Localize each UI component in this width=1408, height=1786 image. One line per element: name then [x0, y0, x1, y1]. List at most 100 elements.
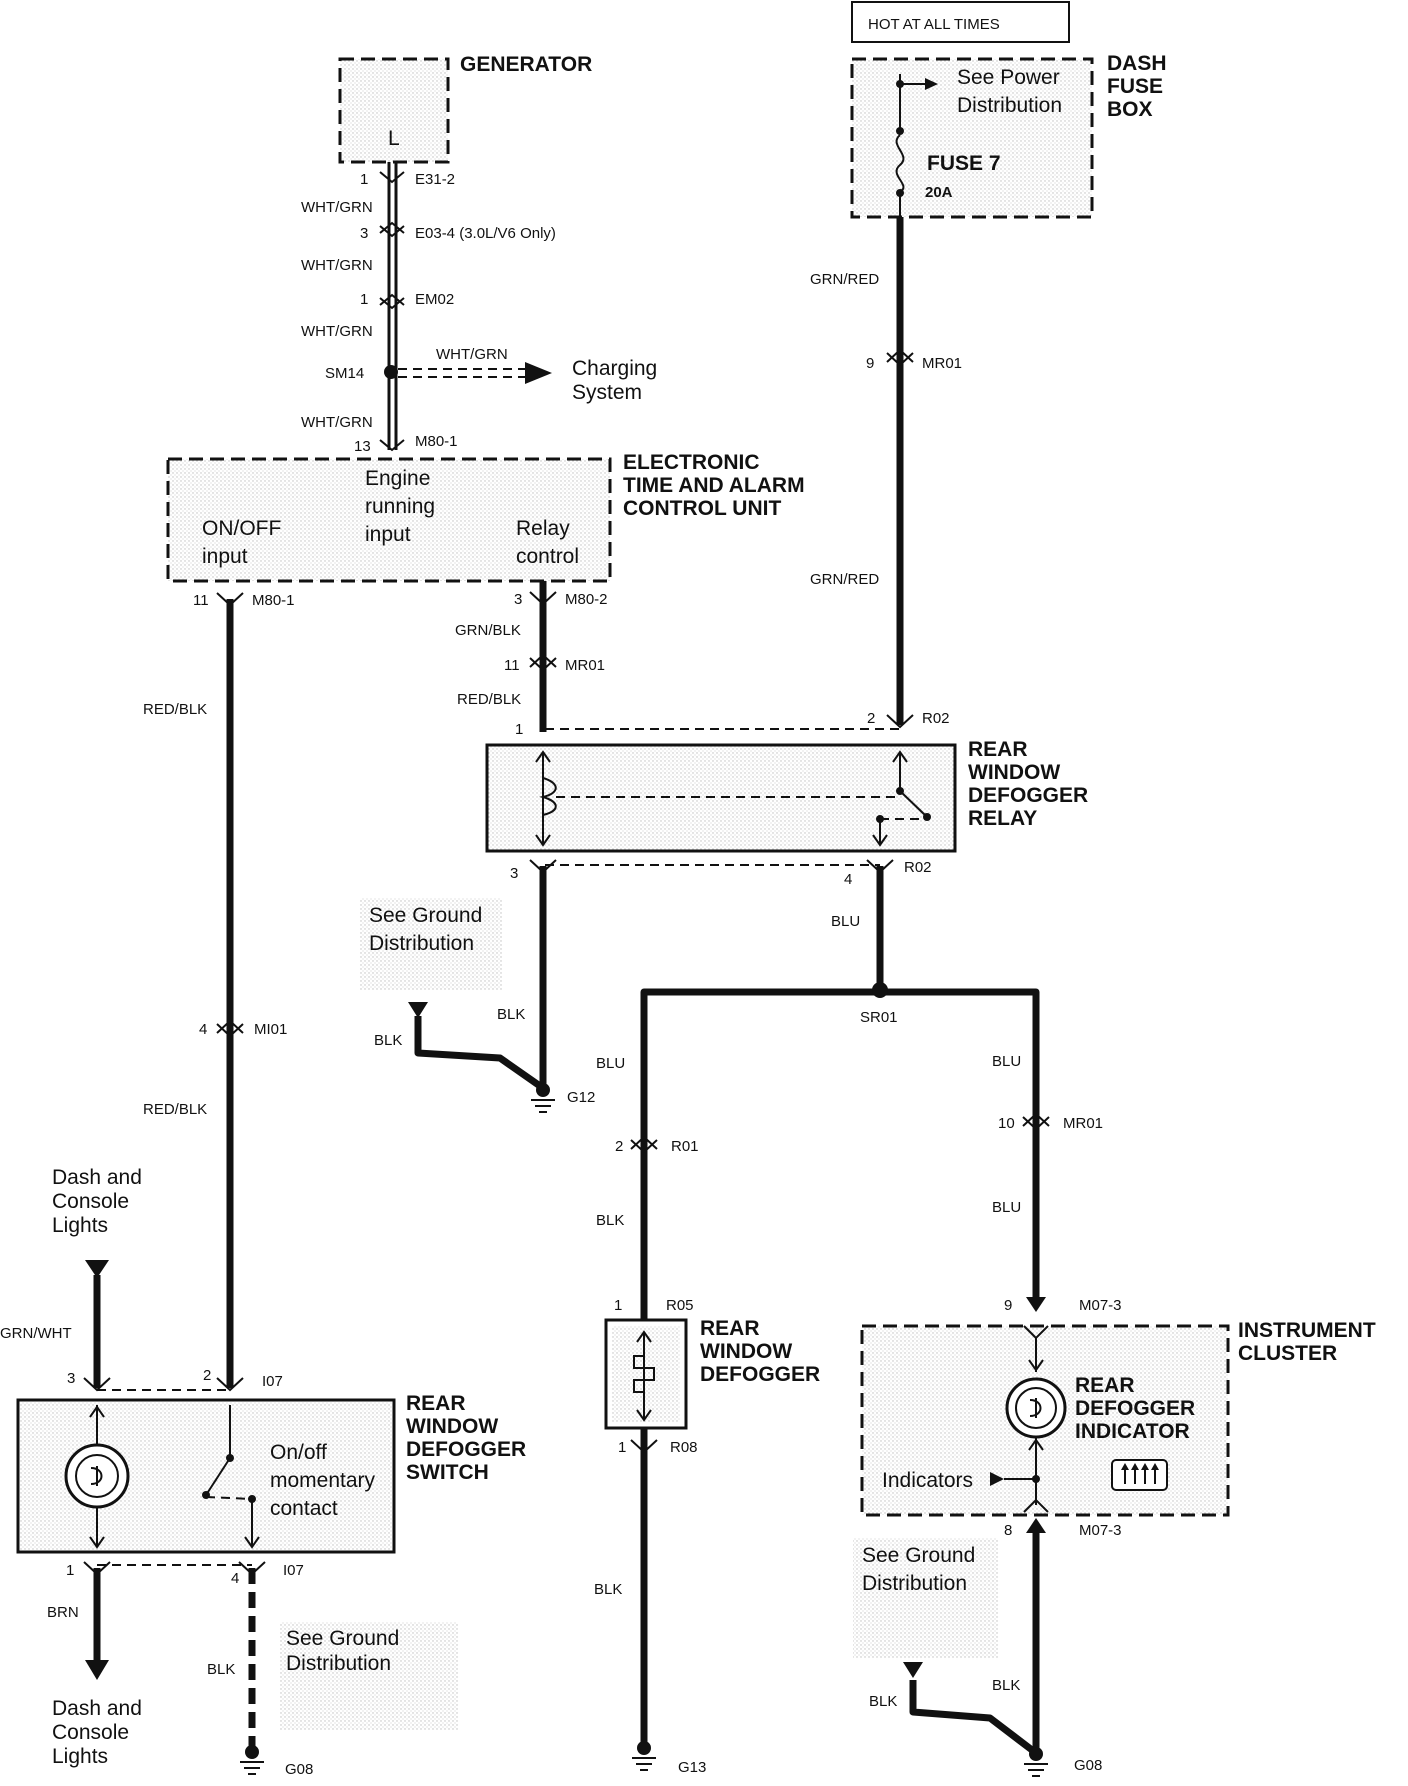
defogger-label-3: DEFOGGER	[700, 1363, 820, 1386]
connector-r02-top: R02	[922, 710, 950, 727]
indicators-label: Indicators	[882, 1469, 973, 1492]
see-ground-distribution-g12: See Ground Distribution	[360, 898, 502, 990]
dash-lights-bottom-2: Console	[52, 1721, 129, 1744]
ground-g12-icon	[531, 1083, 555, 1113]
wire-label-blk-g12: BLK	[497, 1006, 525, 1023]
pin-3-relay: 3	[510, 865, 518, 882]
dash-fuse-box-label-1: DASH	[1107, 52, 1167, 75]
etacs-engine-input-3: input	[365, 523, 411, 546]
pin-4-switch: 4	[231, 1570, 239, 1587]
etacs-relay-control-1: Relay	[516, 517, 570, 540]
rear-window-defogger	[604, 1318, 688, 1430]
dash-lights-top-3: Lights	[52, 1214, 108, 1237]
connector-r01-chevron	[630, 1135, 658, 1154]
indicator-label-3: INDICATOR	[1075, 1420, 1190, 1443]
indicator-label-1: REAR	[1075, 1374, 1135, 1397]
generator: L GENERATOR	[338, 53, 592, 164]
wire-label-blk-g08l: BLK	[207, 1661, 235, 1678]
dash-lights-bottom-1: Dash and	[52, 1697, 142, 1720]
pin-3-switch: 3	[67, 1370, 75, 1387]
wire-label-wht-grn-4: WHT/GRN	[436, 346, 508, 363]
connector-i07-bottom: I07	[283, 1562, 304, 1579]
wire-brn	[83, 1561, 111, 1680]
wire-label-blu-3: BLU	[992, 1053, 1021, 1070]
see-power-distribution-1: See Power	[957, 66, 1060, 89]
connector-r01: R01	[671, 1138, 699, 1155]
connector-sr01: SR01	[860, 1009, 898, 1026]
pin-1-switch: 1	[66, 1562, 74, 1579]
wire-blk-to-g08-left	[238, 1561, 266, 1750]
ground-g12-label: G12	[567, 1089, 595, 1106]
defogger-label-1: REAR	[700, 1317, 760, 1340]
connector-mr01-right: MR01	[1063, 1115, 1103, 1132]
etacs-onoff-input-2: input	[202, 545, 248, 568]
wire-grn-red	[886, 217, 914, 729]
connector-e03-4: E03-4 (3.0L/V6 Only)	[415, 225, 556, 242]
dash-fuse-box: See Power Distribution FUSE 7 20A	[850, 57, 1094, 219]
wire-to-charging-system	[398, 362, 552, 384]
wire-label-red-blk-2: RED/BLK	[143, 701, 207, 718]
wire-label-blk-g08r-1: BLK	[992, 1677, 1020, 1694]
pin-4-relay: 4	[844, 871, 852, 888]
pin-9-m07-3: 9	[1004, 1297, 1012, 1314]
connector-r02-bottom: R02	[904, 859, 932, 876]
etacs-label-1: ELECTRONIC	[623, 451, 760, 474]
etacs-label-2: TIME AND ALARM	[623, 474, 805, 497]
wire-grn-blk-red-blk	[529, 581, 557, 732]
cluster-label-2: CLUSTER	[1238, 1342, 1337, 1365]
wire-label-blu-4: BLU	[992, 1199, 1021, 1216]
splice-sr01	[872, 982, 888, 998]
fuse-7-label: FUSE 7	[927, 152, 1001, 175]
ground-g08-right-label: G08	[1074, 1757, 1102, 1774]
connector-m80-2: M80-2	[565, 591, 608, 608]
switch-label-2: WINDOW	[406, 1415, 498, 1438]
defogger-label-2: WINDOW	[700, 1340, 792, 1363]
wire-grn-wht	[83, 1260, 111, 1392]
wire-label-red-blk-1: RED/BLK	[457, 691, 521, 708]
connector-e31-2: E31-2	[415, 171, 455, 188]
relay-label-3: DEFOGGER	[968, 784, 1088, 807]
etacs-unit: Engine running input ON/OFF input Relay …	[166, 457, 612, 583]
etacs-engine-input-1: Engine	[365, 467, 430, 490]
pin-1-relay: 1	[515, 721, 523, 738]
ground-g08-left-label: G08	[285, 1761, 313, 1778]
wire-label-wht-grn-3: WHT/GRN	[301, 323, 373, 340]
wire-label-blu-1: BLU	[831, 913, 860, 930]
ground-g13-icon	[632, 1741, 656, 1771]
wire-label-wht-grn-5: WHT/GRN	[301, 414, 373, 431]
connector-r08: R08	[670, 1439, 698, 1456]
ground-g13-label: G13	[678, 1759, 706, 1776]
switch-label-4: SWITCH	[406, 1461, 489, 1484]
see-ground-g12-2: Distribution	[369, 932, 474, 955]
see-power-distribution-2: Distribution	[957, 94, 1062, 117]
hot-at-all-times-label: HOT AT ALL TIMES	[868, 16, 1000, 33]
connector-m80-1-left: M80-1	[252, 592, 295, 609]
wire-label-blk-g08r-2: BLK	[869, 1693, 897, 1710]
see-ground-distribution-g08-right: See Ground Distribution	[853, 1538, 998, 1658]
relay-label-4: RELAY	[968, 807, 1037, 830]
connector-em02: EM02	[415, 291, 454, 308]
wire-label-grn-red-1: GRN/RED	[810, 271, 879, 288]
pin-2-r02: 2	[867, 710, 875, 727]
generator-pin-label: L	[388, 127, 400, 150]
see-ground-g08l-2: Distribution	[286, 1652, 391, 1675]
switch-contact-3: contact	[270, 1497, 338, 1520]
instrument-cluster: Indicators	[860, 1324, 1230, 1517]
hot-at-all-times-box	[851, 1, 1070, 43]
ground-g08-right-icon	[1024, 1747, 1048, 1777]
pin-11-mr01: 11	[504, 657, 520, 674]
etacs-onoff-input-1: ON/OFF	[202, 517, 281, 540]
wire-label-wht-grn-1: WHT/GRN	[301, 199, 373, 216]
relay-label-2: WINDOW	[968, 761, 1060, 784]
connector-m07-3-bottom: M07-3	[1079, 1522, 1122, 1539]
see-ground-distribution-g08-left: See Ground Distribution	[280, 1622, 458, 1730]
indicator-label-2: DEFOGGER	[1075, 1397, 1195, 1420]
wire-blk-to-g12	[408, 859, 557, 1089]
dash-fuse-box-label-2: FUSE	[1107, 75, 1163, 98]
pin-11-m80-1: 11	[193, 592, 209, 609]
rear-window-defogger-switch: On/off momentary contact	[16, 1398, 396, 1554]
rear-window-defogger-relay	[485, 743, 957, 853]
see-ground-g08r-1: See Ground	[862, 1544, 975, 1567]
wire-label-blu-2: BLU	[596, 1055, 625, 1072]
